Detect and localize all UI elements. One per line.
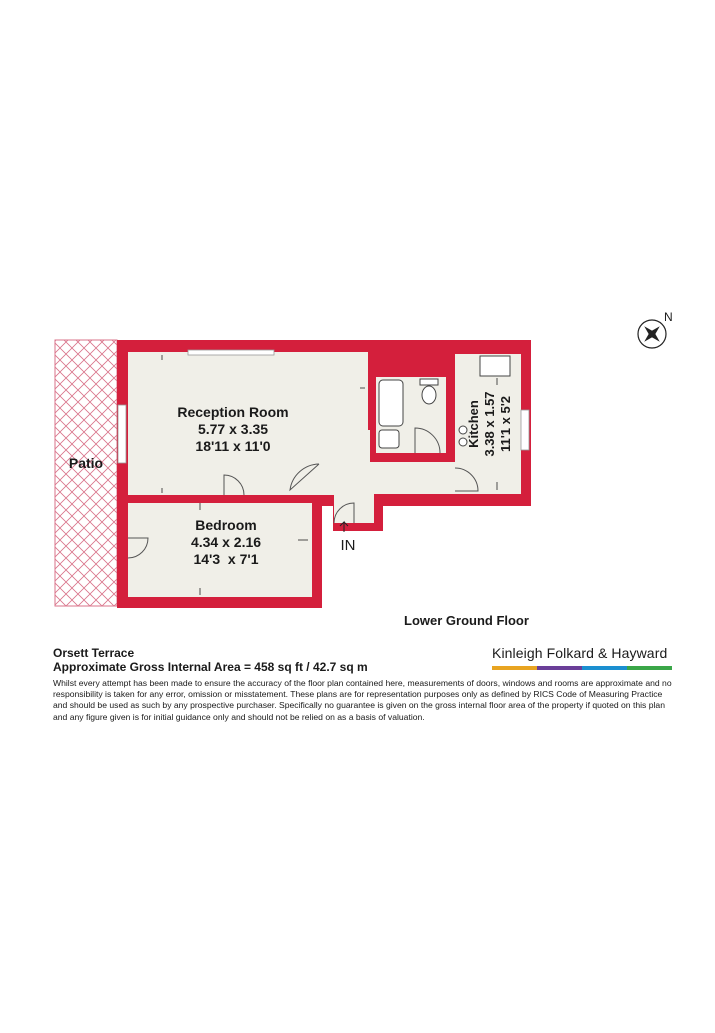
hallway-floor bbox=[290, 462, 455, 494]
bath bbox=[378, 379, 404, 427]
room-floors bbox=[128, 352, 521, 597]
disclaimer-text: Whilst every attempt has been made to en… bbox=[53, 678, 672, 722]
compass-icon bbox=[637, 319, 667, 349]
entrance-label: IN bbox=[341, 537, 356, 554]
room-name: Reception Room bbox=[177, 404, 288, 420]
doors bbox=[127, 427, 479, 559]
floor-label: Lower Ground Floor bbox=[404, 613, 529, 628]
room-imperial: 18'11 x 11'0 bbox=[195, 438, 270, 454]
toilet-cistern bbox=[419, 378, 439, 386]
toilet-bowl bbox=[421, 385, 437, 405]
room-imperial: 11'1 x 5'2 bbox=[498, 396, 513, 452]
door-swing bbox=[223, 474, 245, 496]
hob-ring bbox=[458, 425, 468, 435]
room-label-reception: Reception Room 5.77 x 3.35 18'11 x 11'0 bbox=[177, 404, 288, 454]
patio-label: Patio bbox=[69, 455, 103, 471]
bedroom-floor bbox=[128, 503, 312, 597]
room-imperial: 14'3 x 7'1 bbox=[193, 551, 258, 567]
sink bbox=[479, 355, 511, 377]
room-metric: 3.38 x 1.57 bbox=[482, 391, 497, 456]
room-metric: 4.34 x 2.16 bbox=[191, 534, 261, 550]
brand-bar-segment bbox=[582, 666, 627, 670]
property-address: Orsett Terrace bbox=[53, 646, 135, 660]
windows bbox=[117, 349, 530, 464]
compass-north-label: N bbox=[664, 310, 673, 324]
room-label-bedroom: Bedroom 4.34 x 2.16 14'3 x 7'1 bbox=[191, 517, 261, 567]
brand-bar-segment bbox=[627, 666, 672, 670]
entrance-arrow-icon bbox=[339, 520, 349, 532]
basin bbox=[378, 429, 400, 449]
room-name: Bedroom bbox=[195, 517, 256, 533]
fittings bbox=[378, 355, 511, 449]
door-swing bbox=[414, 427, 441, 454]
door-swing bbox=[454, 467, 479, 492]
brand-logo-text: Kinleigh Folkard & Hayward bbox=[492, 645, 668, 661]
room-label-kitchen: Kitchen 3.38 x 1.57 11'1 x 5'2 bbox=[466, 391, 513, 456]
door-swing bbox=[127, 537, 149, 559]
hallway-notch bbox=[319, 430, 370, 462]
hob-ring bbox=[458, 437, 468, 447]
window bbox=[187, 349, 275, 356]
brand-color-bar bbox=[492, 666, 672, 670]
window bbox=[117, 404, 127, 464]
brand-bar-segment bbox=[492, 666, 537, 670]
door-swing bbox=[289, 463, 320, 492]
brand-bar-segment bbox=[537, 666, 582, 670]
door-swing bbox=[333, 502, 355, 524]
patio-area bbox=[54, 339, 118, 607]
dimension-arrows bbox=[161, 355, 498, 595]
window bbox=[520, 409, 530, 451]
room-metric: 5.77 x 3.35 bbox=[198, 421, 268, 437]
room-name: Kitchen bbox=[466, 400, 481, 448]
gross-internal-area: Approximate Gross Internal Area = 458 sq… bbox=[53, 660, 368, 674]
